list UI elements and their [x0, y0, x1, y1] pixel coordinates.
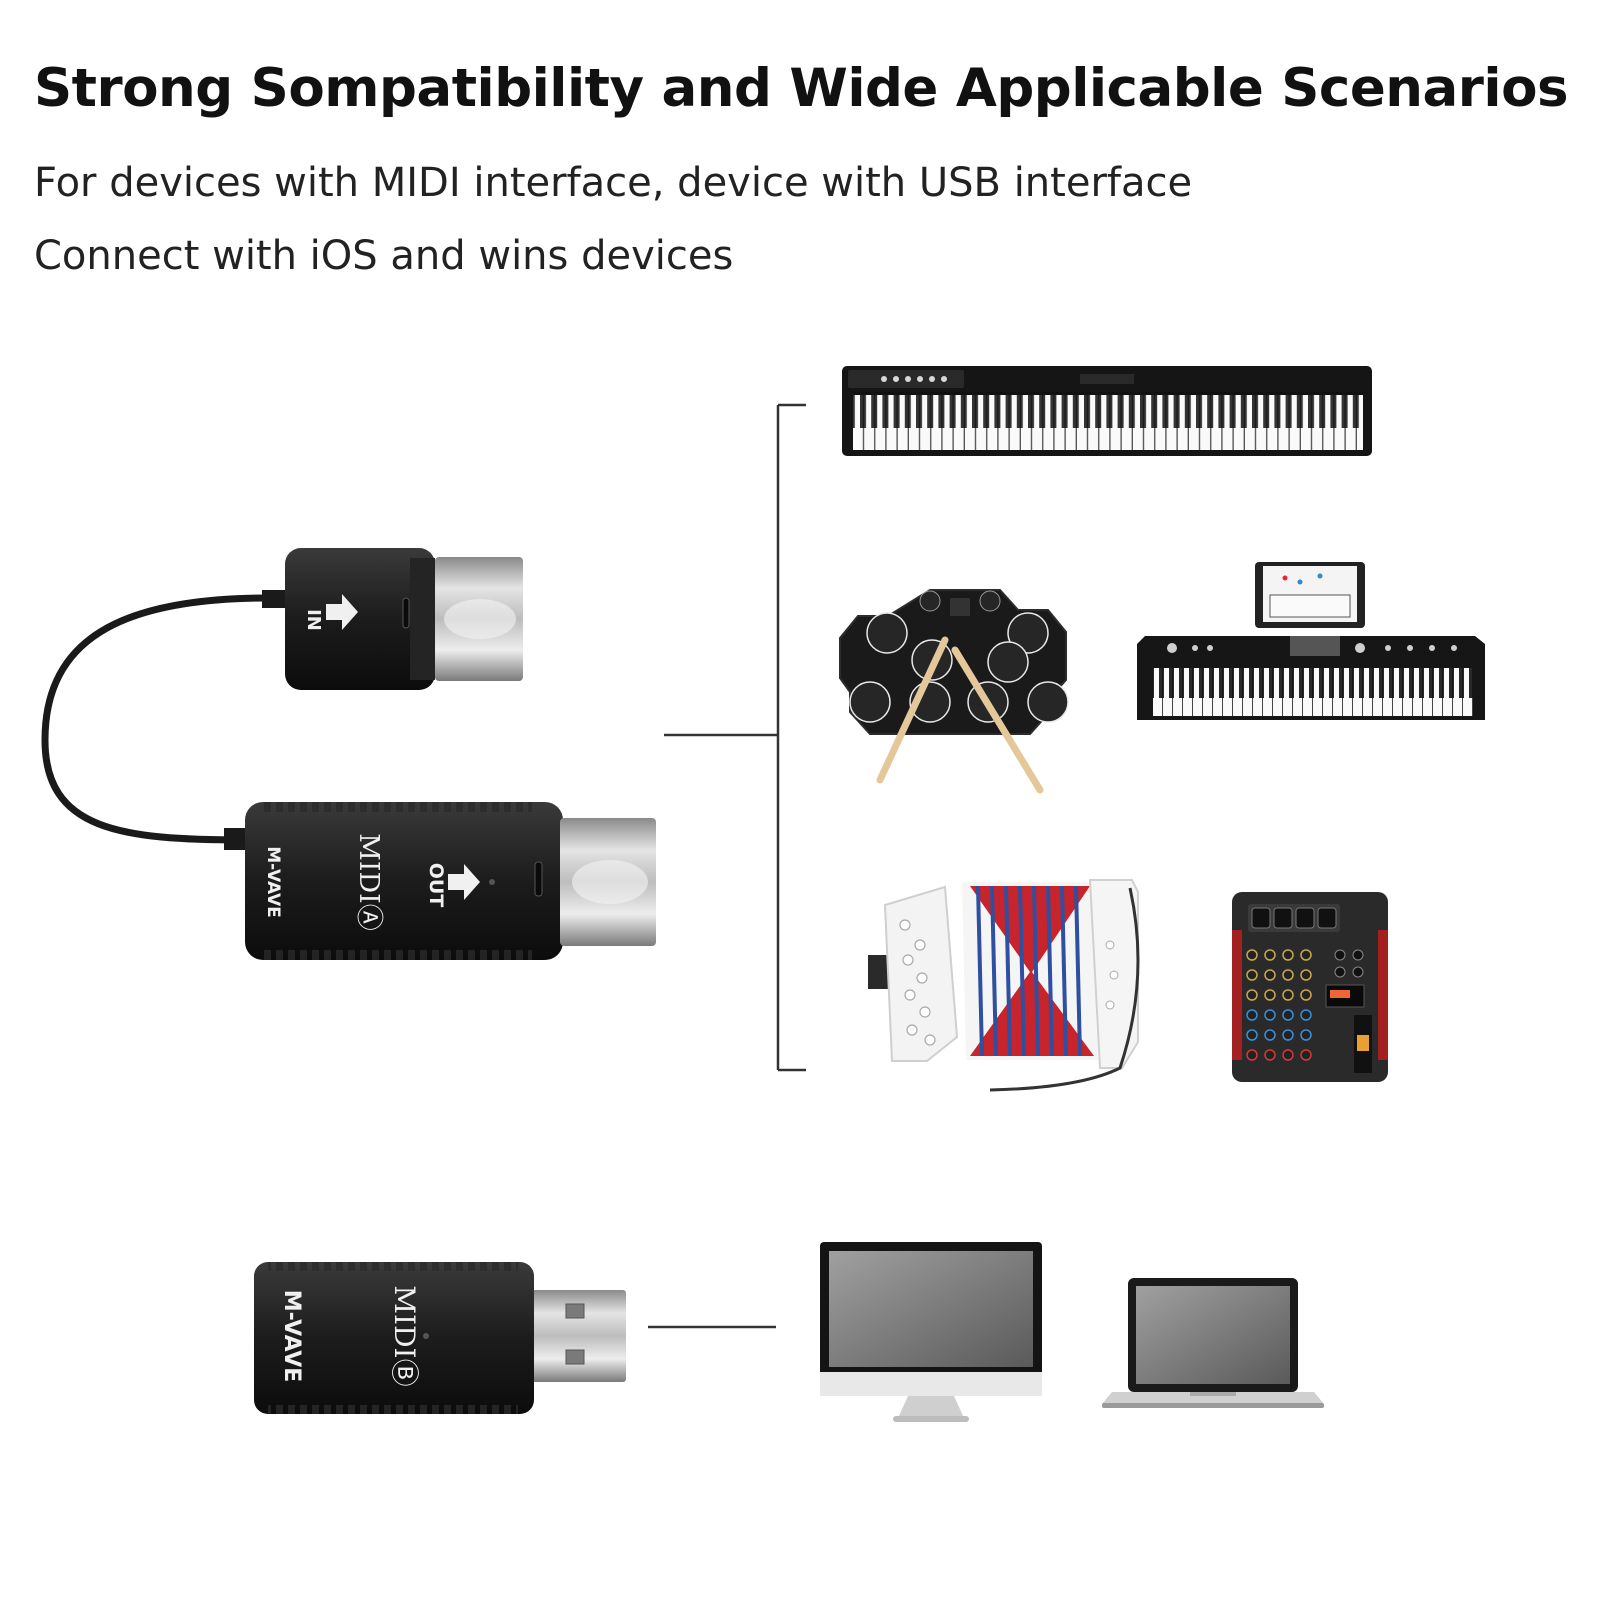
- subline-midi-usb: For devices with MIDI interface, device …: [34, 160, 1193, 206]
- top-bracket: [664, 403, 806, 1072]
- audio-mixer: [1232, 892, 1388, 1082]
- in-label: IN: [303, 609, 324, 631]
- out-label: OUT: [425, 863, 447, 908]
- laptop: [1102, 1278, 1324, 1408]
- accordion: [868, 879, 1140, 1092]
- brand-label-b: M-VAVE: [279, 1290, 304, 1383]
- midi-adapter-b: MIDIⒷ M-VAVE: [254, 1262, 626, 1414]
- headline: Strong Sompatibility and Wide Applicable…: [34, 58, 1569, 119]
- model-label-b: MIDIⒷ: [388, 1285, 421, 1386]
- subline-ios-win: Connect with iOS and wins devices: [34, 233, 734, 279]
- accordion-bellows: [962, 882, 1098, 1060]
- out-arrow-icon: [448, 864, 480, 900]
- electronic-keyboard: [1137, 562, 1485, 720]
- adapter-cable: [41, 594, 272, 844]
- digital-piano: [842, 366, 1372, 456]
- in-connector: IN: [285, 548, 523, 690]
- electronic-drum-pad: [839, 589, 1069, 794]
- out-connector: OUT MIDIⒶ M-VAVE: [245, 802, 656, 960]
- desktop-monitor: [820, 1242, 1042, 1422]
- in-arrow-icon: [326, 594, 358, 630]
- midi-adapter-a: IN OUT MIDIⒶ M-VAVE: [41, 548, 656, 960]
- brand-label-a: M-VAVE: [263, 846, 283, 918]
- model-label-a: MIDIⒶ: [353, 833, 384, 931]
